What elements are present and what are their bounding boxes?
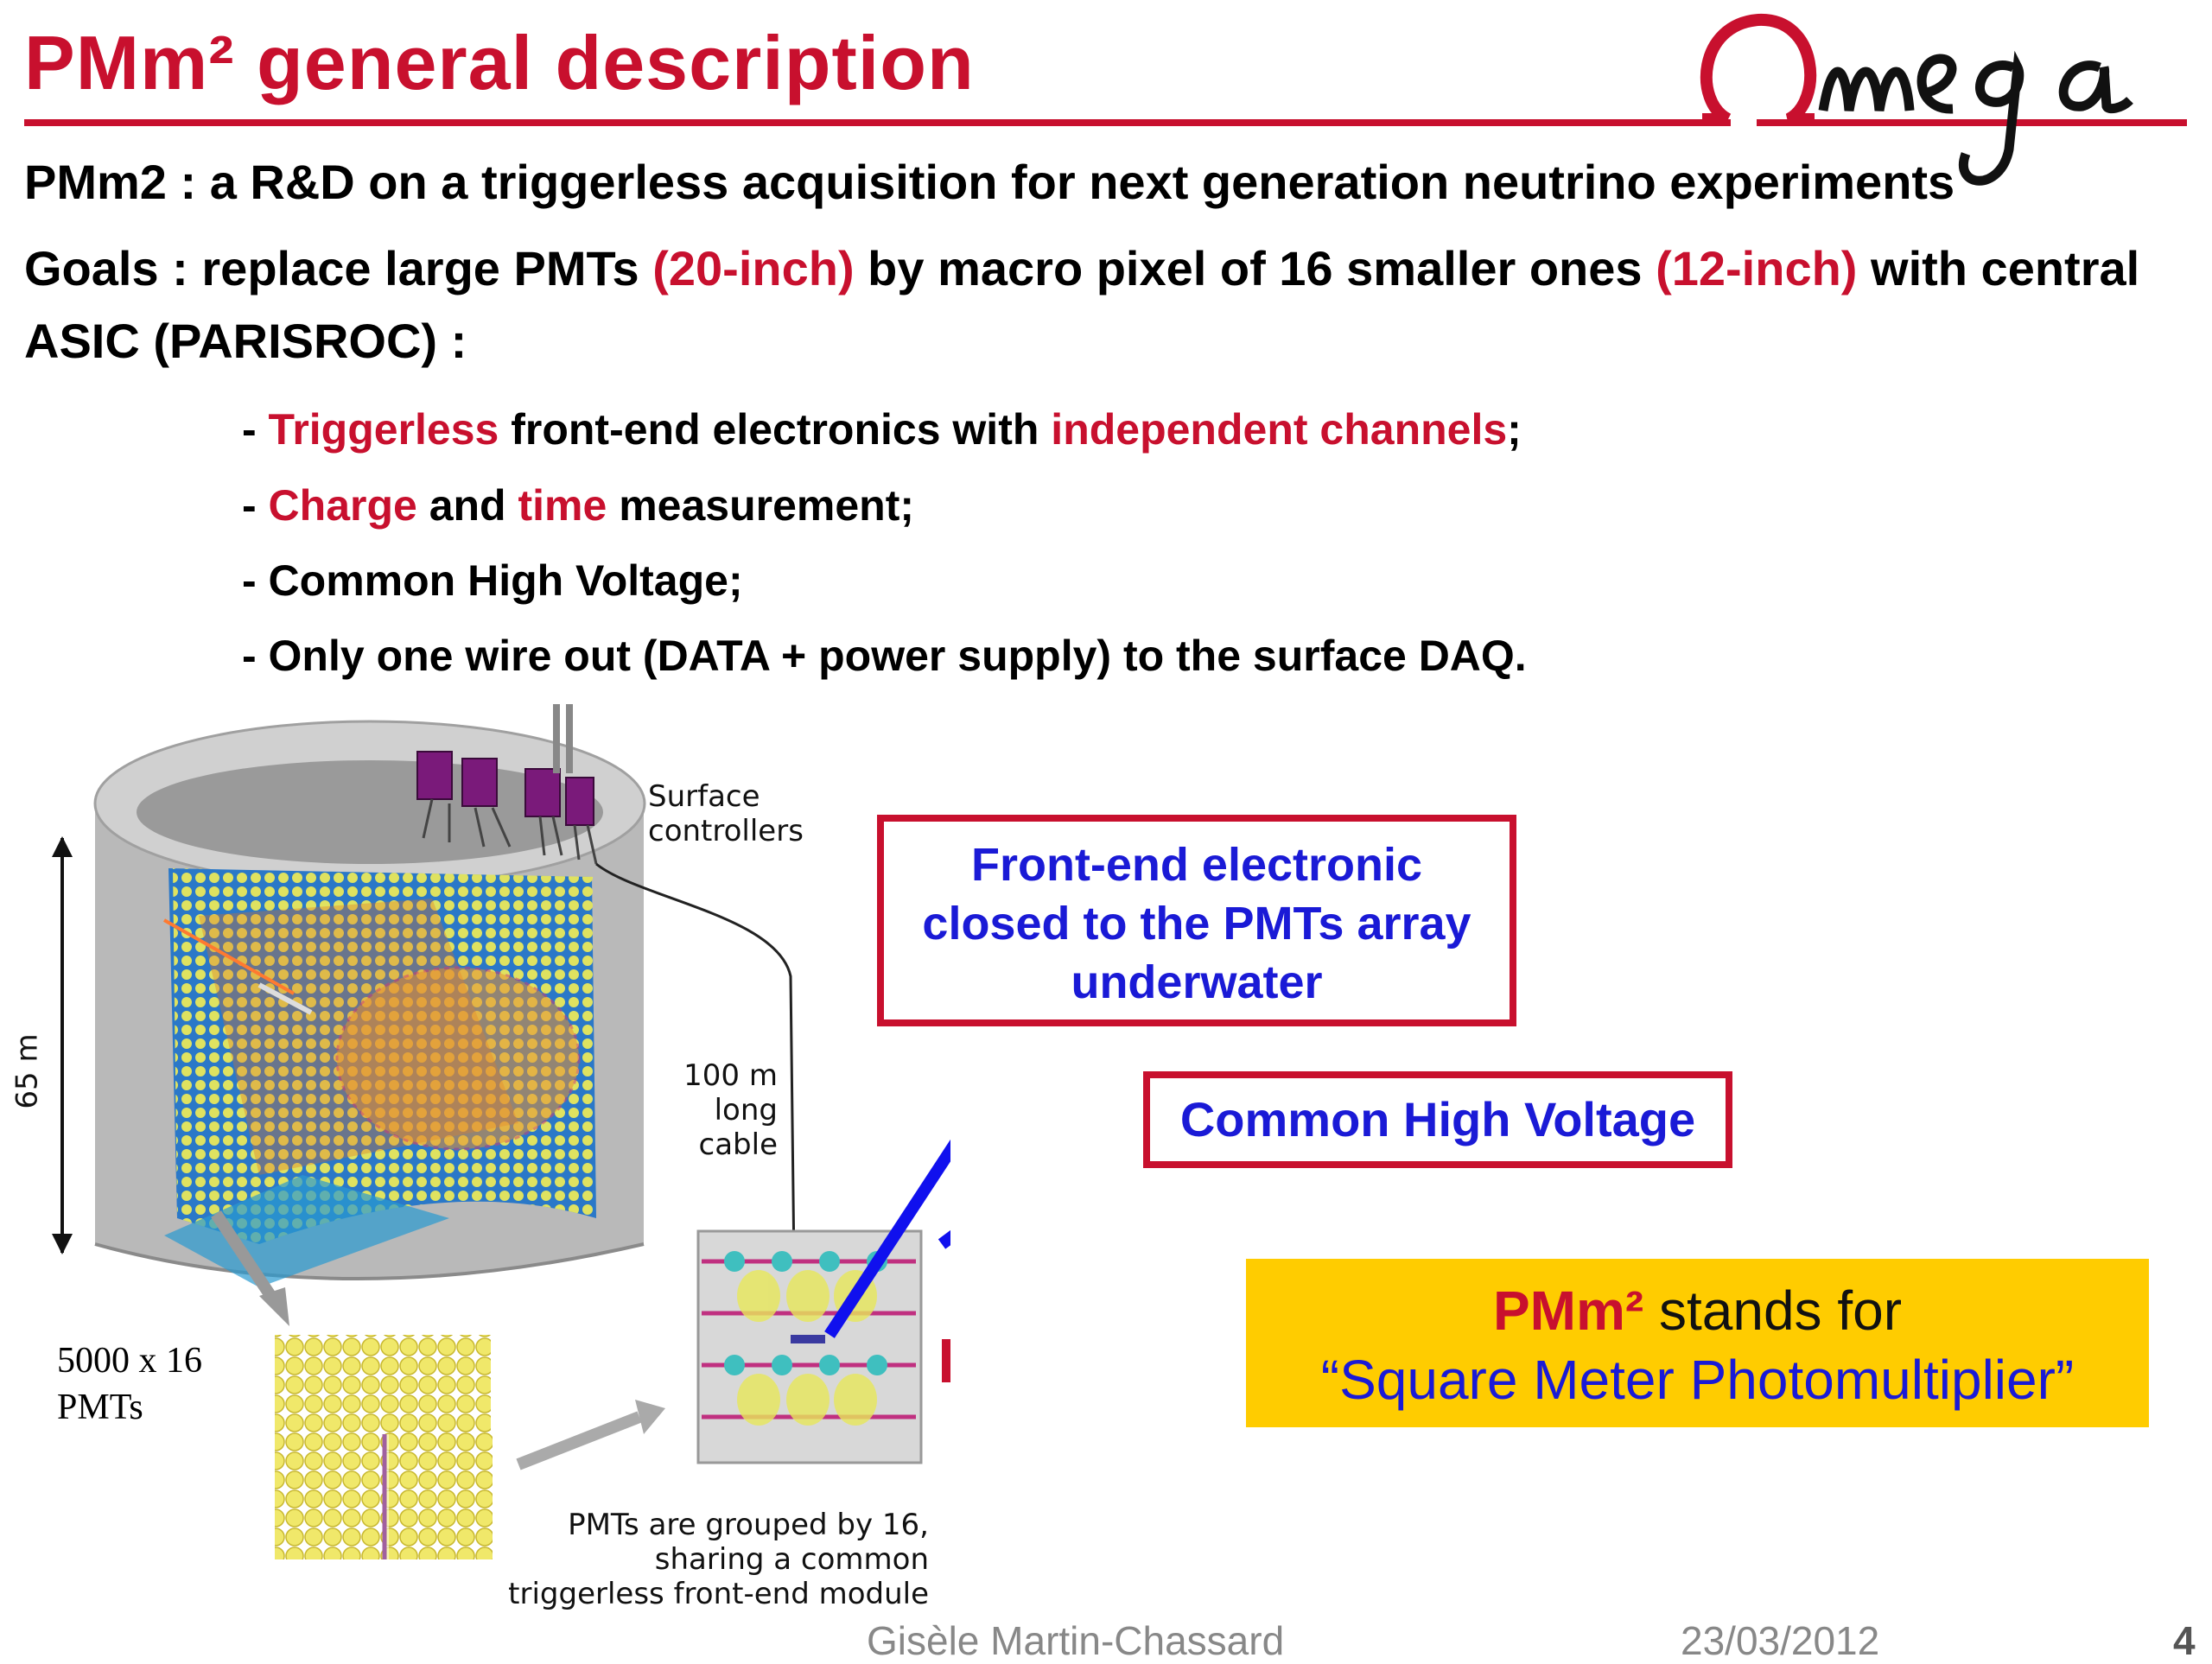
callout-line: underwater [1071,956,1323,1008]
bullet-keyword: Charge [268,481,417,530]
pmm2-acronym: PMm² [1492,1280,1644,1342]
goals-text-a: Goals : replace large PMTs [24,241,653,295]
bullet-wire-out: - Only one wire out (DATA + power supply… [242,632,1527,680]
footer-page-number: 4 [2173,1618,2196,1663]
label-line: long [714,1093,778,1127]
detector-tank-icon [52,704,1240,1564]
omega-logo-icon [1700,13,2133,186]
goals-text-e: with central [1857,241,2140,295]
goals-line-2: ASIC (PARISROC) : [24,314,467,368]
goals-size-large: (20-inch) [652,241,855,295]
bullet-text: measurement; [607,481,915,530]
goals-size-small: (12-inch) [1656,241,1858,295]
pmm2-definition-box: PMm² stands for “Square Meter Photomulti… [1246,1259,2149,1427]
pmm2-stands-for: stands for [1643,1280,1903,1342]
goals-text-c: by macro pixel of 16 smaller ones [854,241,1656,295]
label-line: PMTs [57,1388,143,1427]
pmts-count-label: 5000 x 16 PMTs [57,1337,202,1431]
bullet-charge-time: - Charge and time measurement; [242,480,914,530]
high-voltage-callout: Common High Voltage [1143,1071,1732,1168]
title-rule-right [1757,119,2187,126]
grouping-label: PMTs are grouped by 16, sharing a common… [484,1508,929,1611]
label-line: 100 m [683,1058,778,1093]
label-line: controllers [648,814,804,848]
label-line: triggerless front-end module [508,1577,929,1611]
omega-logo [1694,7,2195,206]
front-end-callout: Front-end electronic closed to the PMTs … [877,815,1516,1026]
callout-line: Front-end electronic [970,839,1423,891]
bullet-text: ; [1507,405,1522,454]
pmm2-line-1: PMm² stands for [1246,1276,2149,1345]
label-line: 5000 x 16 [57,1341,202,1381]
surface-controllers-label: Surface controllers [648,779,804,848]
slide-title: PMm² general description [24,20,975,105]
bullet-keyword: time [518,481,607,530]
bullet-dash: - [242,405,269,454]
label-line: cable [698,1127,778,1162]
label-line: sharing a common [654,1542,929,1577]
footer-author: Gisèle Martin-Chassard [867,1618,1285,1663]
bullet-high-voltage: - Common High Voltage; [242,556,743,605]
cable-label: 100 m long cable [674,1058,778,1162]
footer-date: 23/03/2012 [1681,1618,1880,1663]
bullet-text: front-end electronics with [499,405,1052,454]
bullet-triggerless: - Triggerless front-end electronics with… [242,404,1522,454]
height-label: 65 m [10,1033,45,1109]
detector-illustration [0,691,1240,1642]
bullet-keyword: Triggerless [268,405,499,454]
goals-line: Goals : replace large PMTs (20-inch) by … [24,240,2139,296]
bullet-dash: - [242,481,269,530]
title-rule [24,119,1731,126]
label-line: PMTs are grouped by 16, [568,1508,929,1542]
label-line: Surface [648,779,760,814]
pmm2-expansion: “Square Meter Photomultiplier” [1320,1349,2075,1411]
bullet-keyword: independent channels [1051,405,1508,454]
bullet-text: and [416,481,518,530]
callout-line: closed to the PMTs array [922,898,1471,949]
intro-line: PMm2 : a R&D on a triggerless acquisitio… [24,155,1955,209]
